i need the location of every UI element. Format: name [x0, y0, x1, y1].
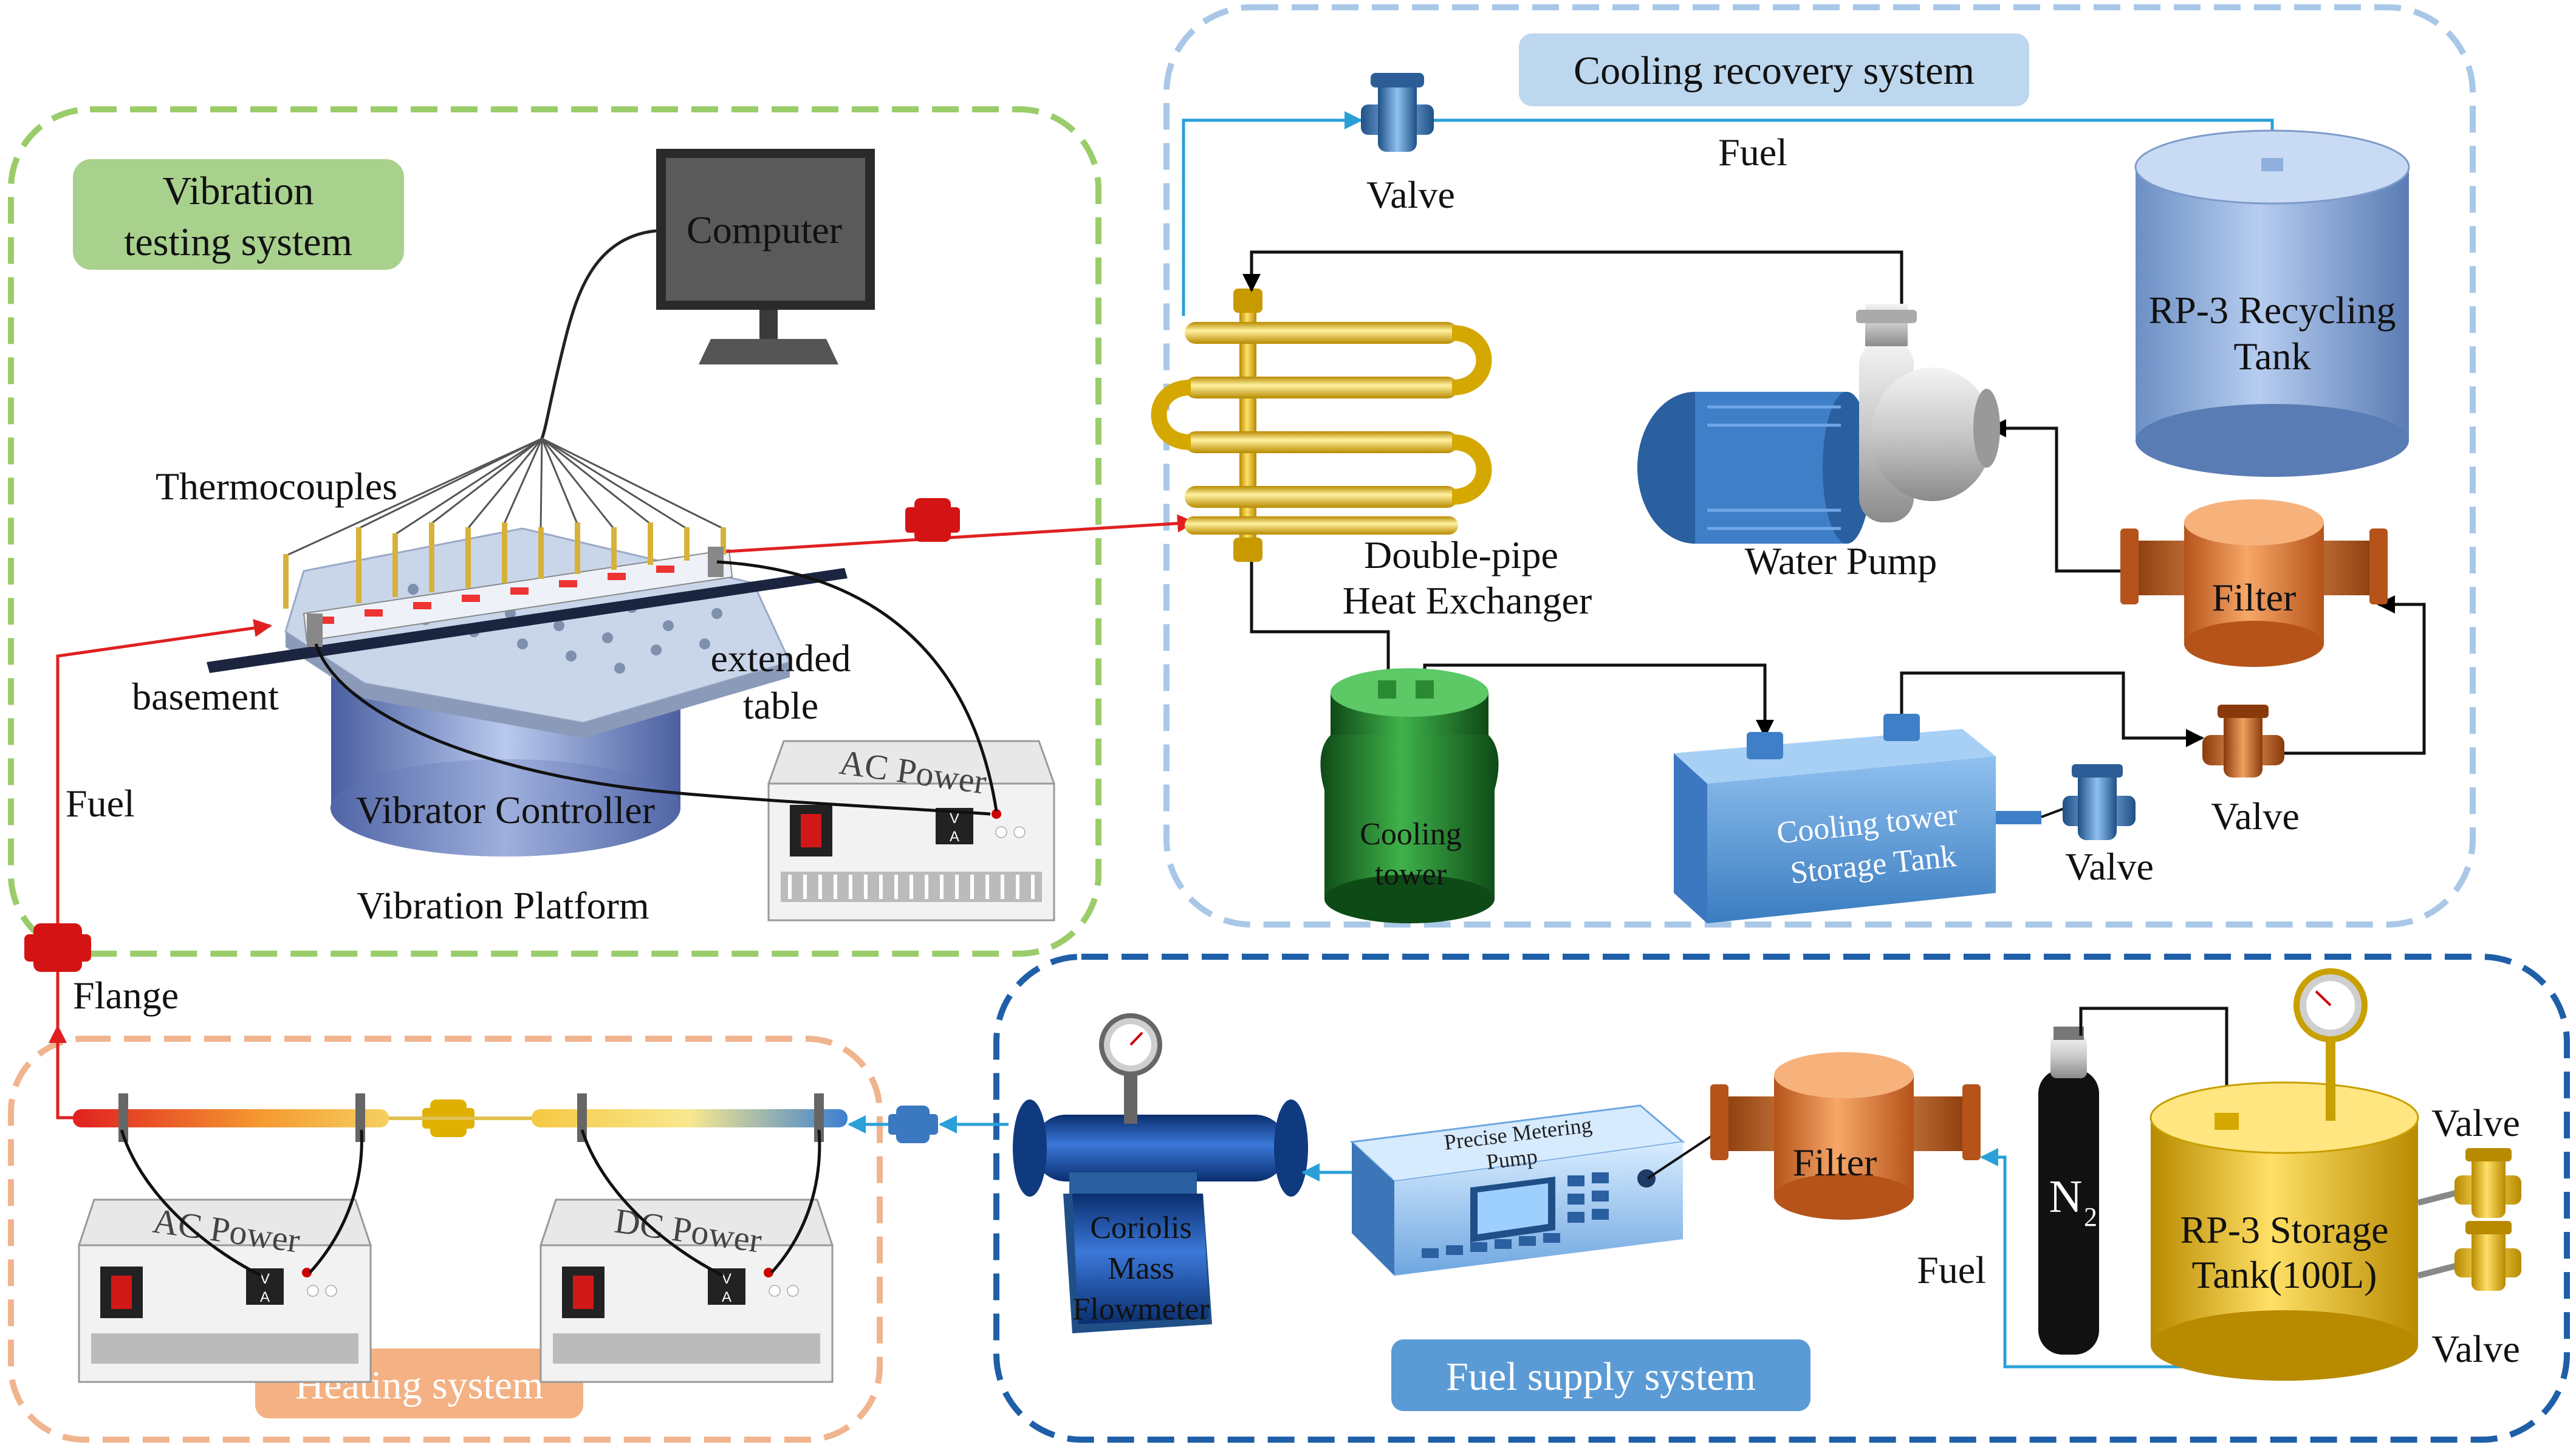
filter-cooling-label: Filter: [2212, 576, 2297, 619]
thermocouples-label: Thermocouples: [156, 465, 397, 508]
red-flange-left: [24, 923, 91, 972]
extended-table-label-1: extended: [711, 637, 851, 680]
valve-drain: [2063, 764, 2136, 840]
water-pump-label: Water Pump: [1745, 539, 1937, 583]
dc-meter-v: V: [722, 1271, 731, 1287]
water-line-tank-to-valve: [1900, 671, 2204, 747]
cooling-tower-label-1: Cooling: [1360, 817, 1462, 852]
valve-storage-upper: [2454, 1148, 2521, 1218]
ac-power-supply-heating: V A AC Power: [77, 1198, 372, 1383]
vibration-tag-line2: testing system: [124, 220, 352, 264]
red-flange-mid: [905, 498, 960, 542]
filter-cooling: Filter: [2120, 499, 2388, 667]
power-cable-b: [716, 560, 998, 812]
precise-metering-pump: Precise Metering Pump: [1349, 1104, 1685, 1276]
rp3-recycling-tank: RP-3 Recycling Tank: [2134, 129, 2410, 477]
exchanger-label-2: Heat Exchanger: [1343, 579, 1592, 622]
heating-cable-1a: [120, 1129, 262, 1277]
n2-line: [2079, 1007, 2228, 1124]
valve-storage-lower: [2454, 1221, 2521, 1291]
rp3-storage-label-1: RP-3 Storage: [2180, 1208, 2388, 1251]
coriolis-label-3: Flowmeter: [1072, 1292, 1209, 1327]
valve-top: [1361, 73, 1434, 152]
rp3-storage-tank: RP-3 Storage Tank(100L): [2150, 968, 2419, 1381]
vibration-system-frame: [8, 106, 1101, 957]
valve-drain-label: Valve: [2065, 845, 2154, 888]
n2-label: N: [2049, 1171, 2083, 1222]
basement-label: basement: [132, 675, 279, 718]
double-pipe-heat-exchanger: [1151, 289, 1492, 562]
valve-storage-upper-label: Valve: [2431, 1101, 2520, 1144]
valve-cooling-loop: [2202, 705, 2284, 778]
ac-meter-v: V: [950, 810, 959, 827]
heating-system-frame: [8, 1036, 883, 1443]
computer-label: Computer: [687, 208, 842, 251]
cooling-system-frame: [1163, 4, 2476, 928]
water-line-filter-to-pump: [1988, 419, 2136, 573]
cooling-tower-storage-tank: Cooling tower Storage Tank: [1674, 714, 2041, 923]
ac-heat-meter-a: A: [260, 1289, 270, 1305]
ac-meter-a: A: [950, 829, 959, 845]
coriolis-label-1: Coriolis: [1090, 1211, 1192, 1245]
heating-cable-2b: [770, 1129, 821, 1274]
cooling-system-tag: Cooling recovery system: [1519, 33, 2029, 106]
vibration-tag-line1: Vibration: [163, 169, 314, 213]
flange-label: Flange: [73, 974, 179, 1017]
filter-to-pump-cable: [1646, 1132, 1718, 1180]
filter-fuel-label: Filter: [1793, 1141, 1877, 1184]
n2-subscript: 2: [2084, 1202, 2097, 1232]
coriolis-mass-flowmeter: Coriolis Mass Flowmeter: [1013, 1013, 1308, 1333]
fuel-supply-system-tag: Fuel supply system: [1391, 1339, 1810, 1411]
valve-cooling-loop-label: Valve: [2211, 795, 2300, 838]
exchanger-label-1: Double-pipe: [1364, 533, 1558, 576]
water-pump: [1637, 304, 2000, 544]
fuel-label-red: Fuel: [66, 782, 135, 825]
water-line-top: [1242, 250, 1903, 310]
red-fuel-line-to-exchanger: [725, 514, 1196, 553]
heating-cable-1b: [309, 1129, 363, 1274]
dc-power-supply-heating: V A DC Power: [539, 1198, 834, 1383]
coriolis-label-2: Mass: [1108, 1251, 1174, 1286]
water-line-to-tower: [1250, 562, 1397, 694]
fuel-label-top: Fuel: [1718, 131, 1787, 174]
water-line-valve-to-filter: [2284, 595, 2426, 755]
extended-table-label-2: table: [743, 684, 818, 727]
recycling-tank-label-2: Tank: [2233, 335, 2311, 378]
valve-storage-lower-label: Valve: [2431, 1327, 2520, 1370]
vibration-system-tag: Vibration testing system: [73, 159, 404, 270]
heating-tube-2: [532, 1109, 848, 1127]
cooling-tower: Cooling tower: [1320, 668, 1499, 923]
drain-line: [2041, 807, 2066, 818]
fuel-supply-tag-text: Fuel supply system: [1446, 1355, 1756, 1399]
recycling-tank-label-1: RP-3 Recycling: [2148, 289, 2396, 332]
computer-cable: [540, 229, 657, 439]
valve-top-label: Valve: [1366, 173, 1455, 216]
dc-meter-a: A: [722, 1289, 731, 1305]
heating-cable-2a: [580, 1129, 724, 1277]
storage-valve-line-1: [2417, 1189, 2462, 1206]
fuel-label-bottom: Fuel: [1917, 1248, 1986, 1291]
computer-monitor: Computer: [656, 149, 875, 364]
heating-tube-1: [73, 1109, 389, 1127]
cooling-tag-text: Cooling recovery system: [1574, 49, 1975, 93]
fuel-supply-system-frame: [993, 954, 2570, 1443]
storage-valve-line-2: [2417, 1262, 2462, 1279]
test-section: [283, 522, 733, 647]
vibrator-controller-label: Vibrator Controller: [356, 788, 655, 832]
red-fuel-line-bottom: [49, 1025, 73, 1120]
rp3-storage-label-2: Tank(100L): [2192, 1253, 2377, 1296]
n2-gas-cylinder: N 2: [2038, 1027, 2099, 1355]
vibration-platform-label: Vibration Platform: [357, 884, 649, 927]
power-cable-a: [314, 643, 991, 816]
thermocouple-wires: [285, 437, 724, 557]
filter-fuel-supply: Filter: [1710, 1052, 1981, 1220]
blue-fuel-line-top: [1182, 111, 1363, 316]
blue-flange-heating: [888, 1106, 938, 1143]
cooling-tower-label-2: tower: [1375, 857, 1447, 892]
ac-heat-meter-v: V: [260, 1271, 270, 1287]
basement-bar: [207, 568, 848, 673]
ac-power-supply-vibration: V A AC Power: [767, 740, 1056, 921]
